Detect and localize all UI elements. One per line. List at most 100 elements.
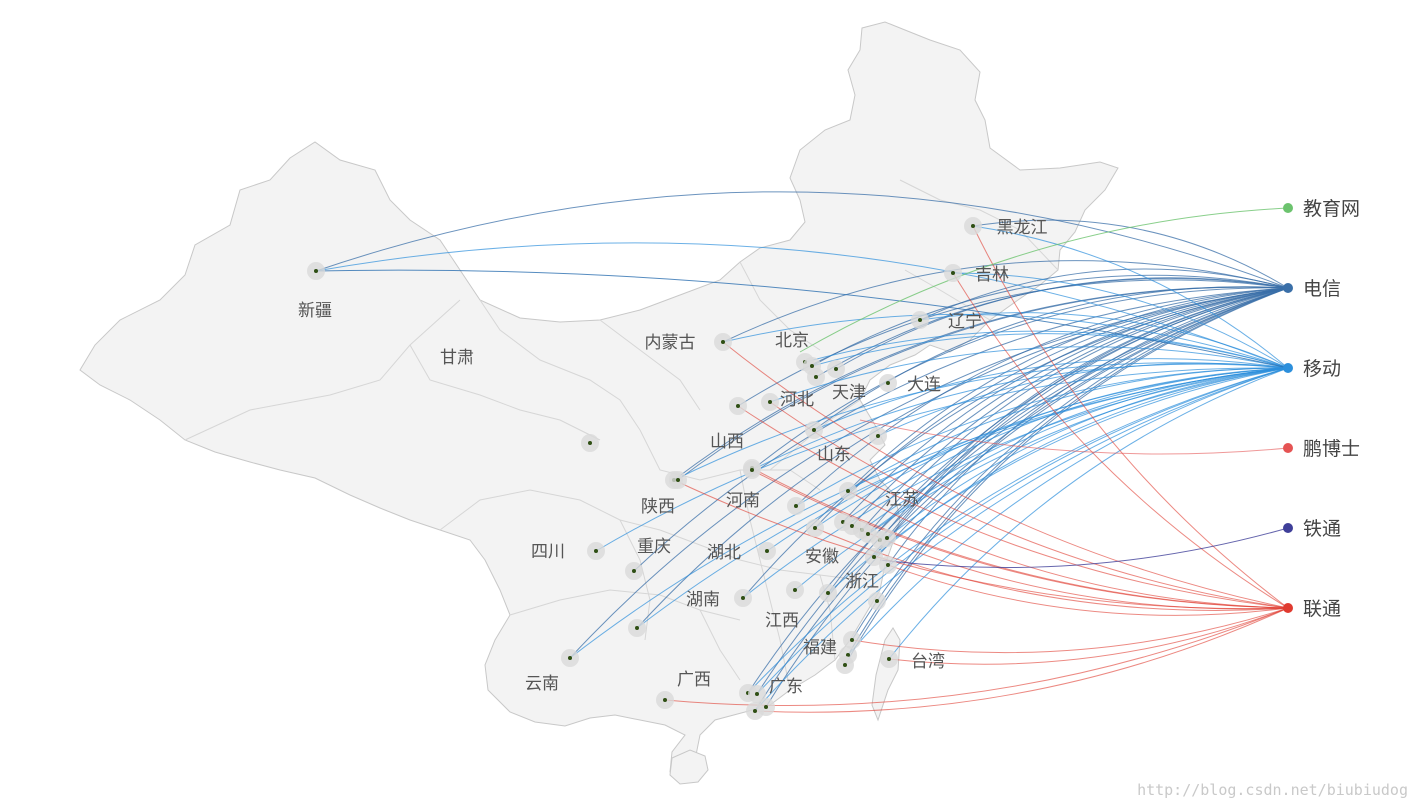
flow-line-telecom — [867, 287, 1289, 535]
flow-line-mobile — [636, 367, 1289, 629]
legend-dot[interactable] — [1283, 443, 1293, 453]
region-label: 内蒙古 — [645, 333, 696, 353]
city-dot — [826, 591, 830, 595]
city-dot — [850, 524, 854, 528]
flow-line-mobile — [756, 367, 1289, 695]
city-dot — [834, 367, 838, 371]
city-dot — [753, 709, 757, 713]
city-dot — [768, 400, 772, 404]
city-dot — [794, 504, 798, 508]
city-dot — [812, 428, 816, 432]
city-dot — [568, 656, 572, 660]
legend-dot[interactable] — [1283, 603, 1293, 613]
flow-line-pengboshi — [859, 419, 1289, 455]
region-label: 新疆 — [298, 301, 332, 321]
city-dot — [632, 569, 636, 573]
flow-line-unicom — [751, 469, 1289, 609]
flow-line-mobile — [794, 367, 1289, 591]
city-dot — [872, 555, 876, 559]
flow-line-telecom — [722, 260, 1289, 343]
region-label: 河南 — [726, 491, 760, 511]
flow-line-telecom — [811, 274, 1289, 367]
city-dot — [676, 478, 680, 482]
flow-line-mobile — [747, 367, 1289, 694]
region-label: 陕西 — [641, 497, 675, 517]
legend-label[interactable]: 电信 — [1303, 278, 1341, 300]
city-dot — [886, 381, 890, 385]
city-dots — [307, 217, 982, 720]
legend-dot[interactable] — [1283, 283, 1293, 293]
flow-line-telecom — [751, 287, 1289, 471]
city-dot — [866, 532, 870, 536]
legend-dot[interactable] — [1283, 203, 1293, 213]
flow-line-unicom — [952, 272, 1289, 609]
legend-dot[interactable] — [1283, 523, 1293, 533]
flow-line-telecom — [842, 287, 1289, 523]
city-dot — [875, 599, 879, 603]
flow-line-telecom — [847, 287, 1289, 492]
watermark-text: http://blog.csdn.net/biubiudog — [1137, 781, 1408, 799]
city-dot — [843, 663, 847, 667]
city-dot — [850, 638, 854, 642]
flow-line-telecom — [315, 191, 1289, 289]
flow-line-mobile — [888, 367, 1289, 660]
city-dot — [588, 441, 592, 445]
flow-line-unicom — [737, 405, 1289, 609]
region-label: 安徽 — [805, 547, 839, 567]
china-outline — [79, 21, 1119, 781]
city-dot — [876, 434, 880, 438]
city-dot — [721, 340, 725, 344]
city-dot — [810, 364, 814, 368]
flow-line-unicom — [722, 341, 1289, 609]
flow-line-mobile — [919, 312, 1289, 369]
region-label: 广西 — [677, 670, 711, 690]
city-dot — [635, 626, 639, 630]
city-dot — [750, 468, 754, 472]
flow-line-telecom — [851, 287, 1289, 641]
city-dot — [918, 318, 922, 322]
flow-line-xinjiang — [315, 269, 1289, 369]
city-dot — [755, 692, 759, 696]
flow-line-unicom — [887, 564, 1289, 616]
region-label: 辽宁 — [948, 312, 982, 332]
flow-line-mobile — [811, 333, 1289, 369]
flow-line-mobile — [886, 367, 1289, 539]
legend-label[interactable]: 鹏博士 — [1303, 438, 1360, 460]
legend-dot[interactable] — [1283, 363, 1293, 373]
region-label: 江苏 — [885, 490, 919, 510]
flow-line-telecom — [756, 287, 1289, 695]
legend-label[interactable]: 教育网 — [1303, 198, 1360, 220]
flow-line-mobile — [972, 225, 1289, 369]
flow-line-unicom — [769, 401, 1289, 609]
flow-line-telecom — [844, 287, 1289, 666]
flow-line-telecom — [861, 287, 1289, 531]
region-label: 河北 — [780, 390, 814, 410]
city-dot — [736, 404, 740, 408]
hainan-outline — [669, 749, 709, 785]
city-dot — [741, 596, 745, 600]
flow-line-telecom — [636, 287, 1289, 629]
region-label: 黑龙江 — [997, 218, 1048, 238]
city-dot — [971, 224, 975, 228]
flow-line-mobile — [769, 346, 1289, 403]
city-dot — [886, 563, 890, 567]
region-label: 北京 — [775, 331, 809, 351]
city-dot — [765, 549, 769, 553]
flow-line-mobile — [952, 272, 1289, 369]
city-dot — [814, 375, 818, 379]
legend-label[interactable]: 联通 — [1303, 598, 1341, 620]
city-dot — [594, 549, 598, 553]
legend-label[interactable]: 移动 — [1303, 358, 1341, 380]
flow-line-mobile — [804, 330, 1289, 369]
legend-label[interactable]: 铁通 — [1303, 518, 1341, 540]
city-dot — [813, 526, 817, 530]
flow-line-mobile — [673, 362, 1289, 481]
city-dot — [846, 489, 850, 493]
region-label: 云南 — [525, 674, 559, 694]
city-dot — [314, 269, 318, 273]
region-label: 江西 — [765, 611, 799, 631]
flow-line-mobile — [595, 367, 1289, 552]
flow-line-tietong — [879, 527, 1289, 569]
